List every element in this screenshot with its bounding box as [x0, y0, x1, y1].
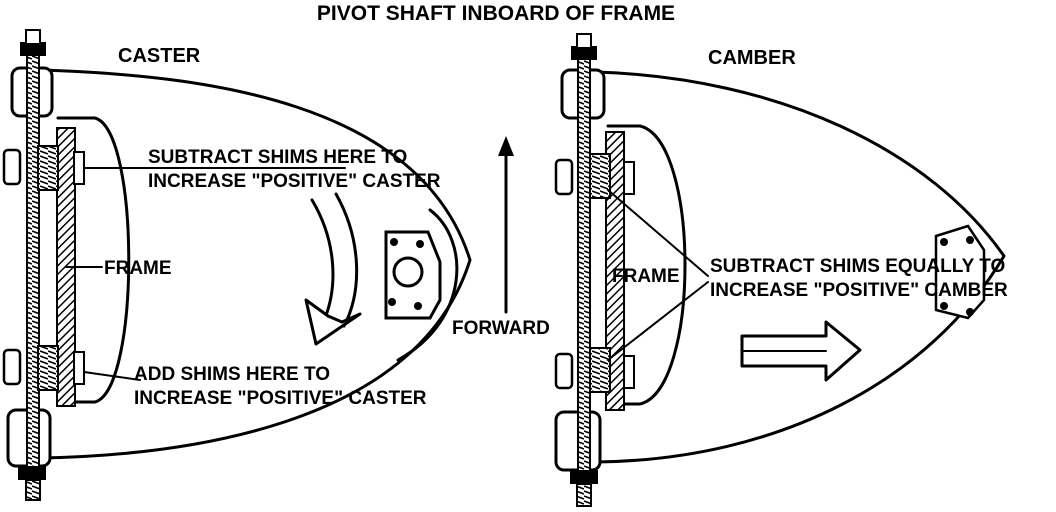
caster-add-leader	[83, 371, 141, 381]
camber-control-arm	[594, 70, 1006, 464]
camber-heading: CAMBER	[708, 47, 796, 69]
caster-pivot-shaft	[26, 49, 40, 491]
caster-frame-label: FRAME	[104, 258, 172, 279]
caster-add-line2: INCREASE "POSITIVE" CASTER	[134, 388, 427, 409]
caster-frame-bracket	[56, 116, 131, 404]
caster-heading: CASTER	[118, 45, 201, 67]
caster-bottom-bolt-end	[25, 479, 41, 501]
caster-subtract-line2: INCREASE "POSITIVE" CASTER	[148, 171, 441, 192]
caster-view: CASTER SUBTRACT SHIMS HERE TO INCREASE "…	[2, 29, 472, 501]
caster-lower-shim-pack	[2, 345, 85, 391]
camber-frame	[605, 131, 625, 411]
camber-lower-shim-pack	[554, 347, 635, 393]
caster-control-arm	[38, 68, 472, 460]
caster-top-bolt-end	[25, 29, 41, 45]
camber-top-nut	[571, 46, 597, 60]
camber-subtract-line2: INCREASE "POSITIVE" CAMBER	[710, 280, 1008, 301]
camber-upper-shim-pack	[554, 153, 635, 199]
caster-add-line1: ADD SHIMS HERE TO	[134, 364, 330, 385]
camber-frame-bracket	[606, 124, 687, 406]
caster-top-nut	[20, 42, 46, 56]
camber-lower-leader	[607, 281, 709, 361]
caster-knuckle-plate	[384, 208, 459, 362]
diagram-title: PIVOT SHAFT INBOARD OF FRAME	[317, 2, 675, 25]
caster-rotation-arrow	[304, 192, 362, 346]
camber-bottom-bolt-end	[576, 483, 592, 507]
forward-arrow	[498, 136, 514, 314]
camber-frame-label: FRAME	[612, 266, 680, 287]
camber-top-bolt-end	[576, 33, 592, 49]
camber-subtract-line1: SUBTRACT SHIMS EQUALLY TO	[710, 256, 1005, 277]
camber-knuckle-plate	[934, 224, 986, 320]
camber-bottom-nut	[570, 470, 598, 484]
caster-bottom-nut	[18, 466, 46, 480]
camber-pivot-shaft	[577, 53, 591, 495]
caster-subtract-line1: SUBTRACT SHIMS HERE TO	[148, 147, 407, 168]
camber-upper-leader	[607, 189, 709, 277]
camber-outward-arrow	[740, 320, 862, 382]
caster-upper-shim-pack	[2, 145, 85, 191]
forward-label: FORWARD	[452, 318, 550, 339]
camber-view: CAMBER FRAME SUBTRACT SHIMS EQUALLY TO I…	[554, 33, 1008, 507]
